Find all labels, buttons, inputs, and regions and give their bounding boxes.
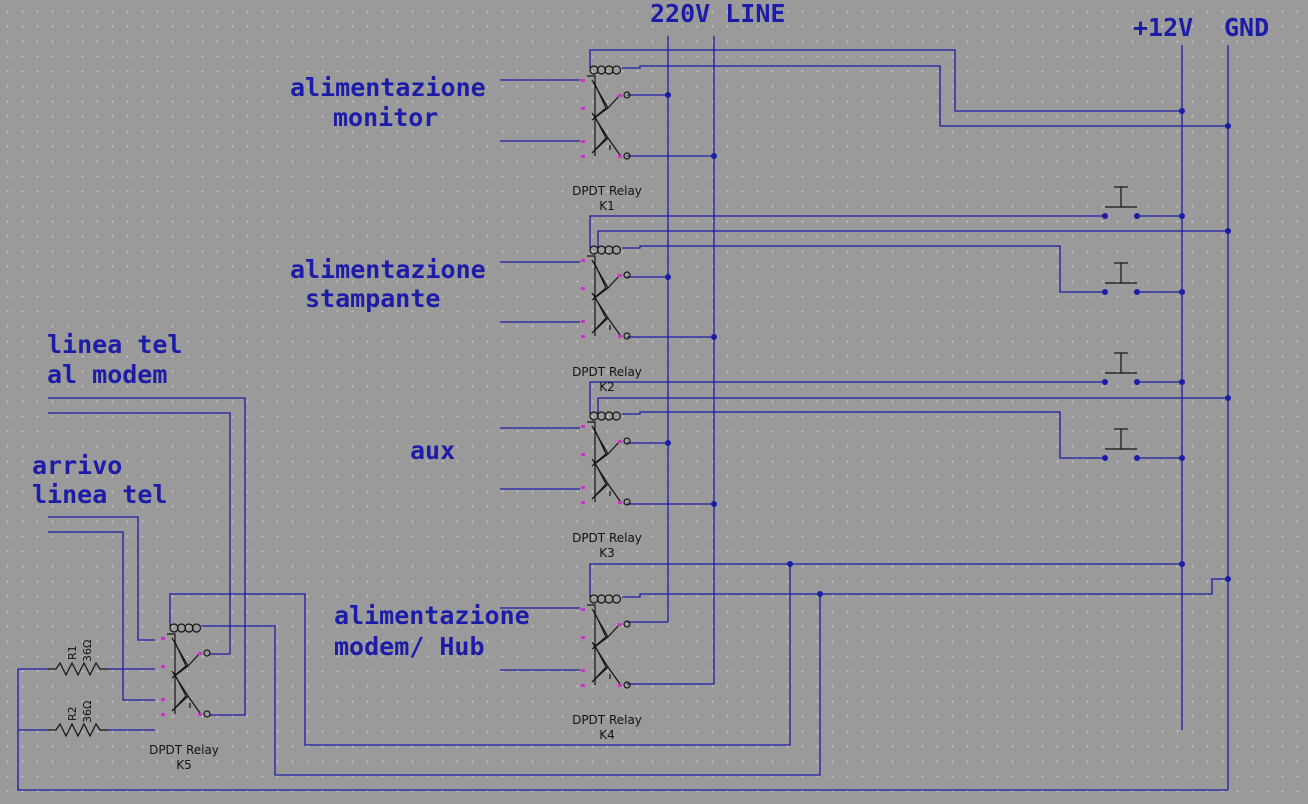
label-monitor-line2: monitor: [333, 103, 438, 132]
wires-k4: [500, 563, 1228, 685]
label-printer-line1: alimentazione: [290, 255, 486, 284]
relay-k1-ref: K1: [599, 199, 615, 213]
label-220v-line: 220V LINE: [650, 0, 785, 28]
relay-k2-type: DPDT Relay: [572, 365, 642, 379]
relay-k3-type: DPDT Relay: [572, 531, 642, 545]
pushbutton-k3-top: [1105, 352, 1137, 374]
resistor-r2-value: 36Ω: [81, 701, 94, 723]
resistor-r2-ref: R2: [66, 706, 79, 721]
relay-k4-type: DPDT Relay: [572, 713, 642, 727]
label-tel-modem-line2: al modem: [47, 360, 167, 389]
label-aux: aux: [410, 436, 455, 465]
junctions: [665, 92, 1231, 597]
label-printer-line2: stampante: [305, 284, 440, 313]
relay-k4-ref: K4: [599, 728, 615, 742]
relay-k5-ref: K5: [176, 758, 192, 772]
label-modem-line1: alimentazione: [334, 601, 530, 630]
relay-k1-type: DPDT Relay: [572, 184, 642, 198]
label-gnd: GND: [1224, 13, 1269, 42]
resistor-r1: R1 36Ω: [48, 640, 108, 677]
resistor-r1-ref: R1: [66, 645, 79, 660]
pushbutton-k3-bottom: [1105, 428, 1137, 450]
wires-k5: [17, 397, 1228, 791]
label-tel-in-line2: linea tel: [32, 480, 167, 509]
wires-k2: [500, 215, 1228, 338]
relay-k3-ref: K3: [599, 546, 615, 560]
resistor-r1-value: 36Ω: [81, 640, 94, 662]
label-plus-12v: +12V: [1133, 13, 1193, 42]
wires-k3: [500, 381, 1228, 505]
wires-k1: [500, 49, 1228, 157]
relay-k2-ref: K2: [599, 380, 615, 394]
label-modem-line2: modem/ Hub: [334, 632, 485, 661]
pushbutton-k2-bottom: [1105, 262, 1137, 284]
pushbutton-k2-top: [1105, 186, 1137, 208]
power-rails: [667, 36, 1229, 790]
label-tel-in-line1: arrivo: [32, 451, 122, 480]
labels: 220V LINE +12V GND alimentazione monitor…: [32, 0, 1269, 661]
label-monitor-line1: alimentazione: [290, 73, 486, 102]
relay-k5-type: DPDT Relay: [149, 743, 219, 757]
resistor-r2: R2 36Ω: [48, 701, 108, 738]
label-tel-modem-line1: linea tel: [47, 330, 182, 359]
